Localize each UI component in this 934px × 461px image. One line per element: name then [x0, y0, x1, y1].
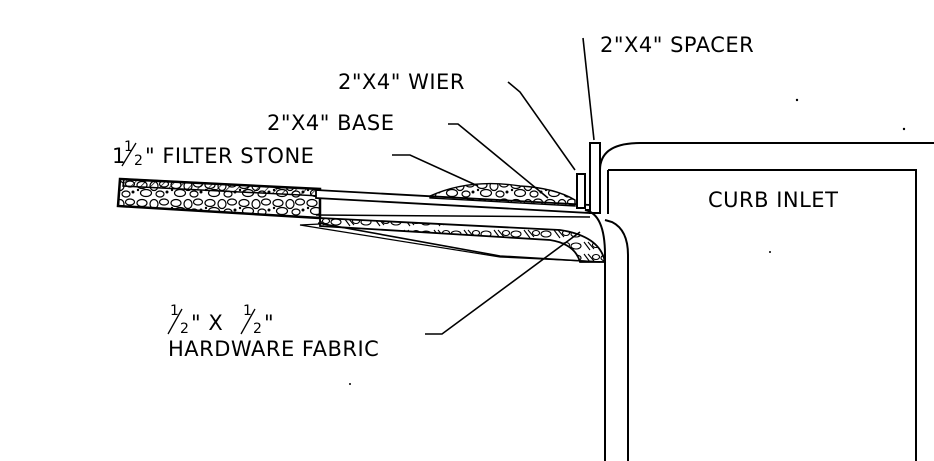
svg-text:" X: " X [191, 311, 223, 335]
stone-pile [429, 182, 576, 207]
fabric-leader [425, 231, 581, 335]
spacer-label: 2"X4" SPACER [600, 33, 754, 57]
svg-text:2: 2 [180, 321, 189, 337]
leader-lines [392, 37, 595, 335]
svg-text:HARDWARE FABRIC: HARDWARE FABRIC [168, 337, 379, 361]
svg-text:1: 1 [112, 144, 126, 168]
wier-board [576, 173, 586, 209]
svg-text:" FILTER STONE: " FILTER STONE [145, 144, 314, 168]
base-label: 2"X4" BASE [267, 111, 394, 135]
svg-text:1: 1 [124, 139, 133, 155]
filter-stone-label: 1 1 2 " FILTER STONE [112, 139, 314, 169]
hardware-fabric-label: 1 2 " X 1 2 " HARDWARE FABRIC [167, 303, 379, 361]
svg-text:2: 2 [253, 321, 262, 337]
wier-leader [507, 81, 576, 171]
svg-text:": " [264, 311, 274, 335]
base-leader [448, 123, 549, 199]
specks [349, 98, 906, 385]
filter-stone-layer [116, 177, 322, 220]
svg-text:2: 2 [134, 153, 143, 169]
svg-text:1: 1 [243, 303, 252, 319]
curb-inlet-structure [584, 142, 934, 461]
curb-inlet-label: CURB INLET [708, 188, 838, 212]
spacer-leader [582, 37, 595, 141]
filter-stone-leader [392, 154, 479, 187]
wier-label: 2"X4" WIER [338, 70, 465, 94]
spacer-board [589, 142, 601, 214]
svg-text:1: 1 [170, 303, 179, 319]
hardware-fabric-layer [299, 217, 607, 263]
